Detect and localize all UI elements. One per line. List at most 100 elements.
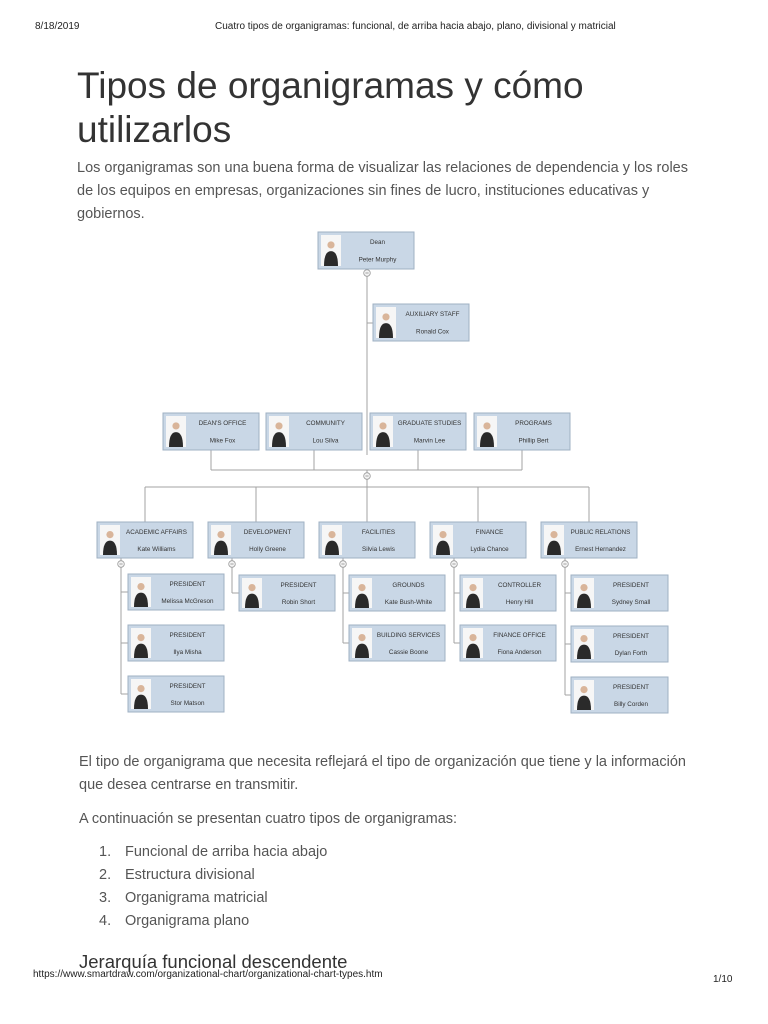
person-head-icon — [358, 634, 366, 642]
person-body-icon — [436, 540, 450, 555]
org-node-box — [127, 573, 225, 611]
org-node-aa1: PRESIDENT Melissa McGreson — [127, 573, 225, 611]
org-node-box — [348, 624, 446, 662]
org-node-title: PRESIDENT — [169, 581, 205, 588]
org-node-name: Marvin Lee — [414, 438, 446, 445]
person-head-icon — [327, 241, 335, 249]
collapse-toggle-icon — [363, 472, 371, 480]
list-label: Estructura divisional — [125, 867, 255, 883]
print-date: 8/18/2019 — [35, 21, 80, 32]
org-node-box — [570, 625, 669, 663]
person-photo-icon — [477, 416, 497, 447]
person-body-icon — [103, 540, 117, 555]
person-photo-icon — [574, 578, 594, 608]
org-node-pr2: PRESIDENT Dylan Forth — [570, 625, 669, 663]
org-node-name: Kate Williams — [137, 546, 175, 553]
org-node-name: Dylan Forth — [615, 650, 648, 657]
person-photo-icon — [321, 235, 341, 266]
person-head-icon — [106, 531, 114, 539]
person-photo-icon — [544, 525, 564, 555]
person-photo-icon — [322, 525, 342, 555]
org-node-title: PRESIDENT — [613, 633, 649, 640]
person-photo-icon — [166, 416, 186, 447]
person-photo-icon — [463, 628, 483, 658]
org-node-box — [265, 412, 363, 451]
page-number: 1/10 — [713, 974, 733, 985]
person-head-icon — [580, 584, 588, 592]
collapse-toggle-icon — [450, 560, 458, 568]
list-number: 1. — [99, 844, 112, 860]
org-node-name: Melissa McGreson — [161, 598, 214, 605]
org-node-box — [459, 624, 557, 662]
org-node-box — [459, 574, 557, 612]
person-head-icon — [137, 583, 145, 591]
org-node-name: Billy Corden — [614, 701, 648, 708]
person-head-icon — [275, 422, 283, 430]
person-photo-icon — [131, 577, 151, 607]
person-body-icon — [245, 593, 259, 608]
collapse-toggle-icon — [228, 560, 236, 568]
person-head-icon — [382, 313, 390, 321]
person-head-icon — [483, 422, 491, 430]
person-body-icon — [355, 643, 369, 658]
person-head-icon — [137, 634, 145, 642]
org-node-academic: ACADEMIC AFFAIRS Kate Williams — [96, 521, 194, 559]
person-photo-icon — [574, 680, 594, 710]
person-head-icon — [469, 584, 477, 592]
list-number: 2. — [99, 867, 112, 883]
person-photo-icon — [352, 628, 372, 658]
list-item: 3.Organigrama matricial — [79, 887, 579, 910]
org-node-title: PRESIDENT — [169, 632, 205, 639]
list-item: 4.Organigrama plano — [79, 910, 579, 933]
person-photo-icon — [269, 416, 289, 447]
person-head-icon — [550, 531, 558, 539]
person-body-icon — [169, 432, 183, 447]
person-photo-icon — [211, 525, 231, 555]
org-node-name: Cassie Boone — [389, 649, 429, 656]
person-body-icon — [480, 432, 494, 447]
person-body-icon — [325, 540, 339, 555]
org-node-name: Fiona Anderson — [497, 649, 542, 656]
list-item: 1.Funcional de arriba hacia abajo — [79, 841, 579, 864]
org-node-title: Dean — [370, 239, 386, 246]
list-label: Organigrama matricial — [125, 890, 268, 906]
org-node-name: Henry Hill — [506, 599, 533, 606]
person-body-icon — [577, 695, 591, 710]
org-node-box — [96, 521, 194, 559]
org-node-box — [127, 624, 225, 662]
person-head-icon — [580, 686, 588, 694]
person-head-icon — [217, 531, 225, 539]
person-photo-icon — [352, 578, 372, 608]
org-node-name: Lou Silva — [313, 438, 339, 445]
person-photo-icon — [463, 578, 483, 608]
person-body-icon — [379, 323, 393, 338]
org-node-title: ACADEMIC AFFAIRS — [126, 529, 187, 536]
person-photo-icon — [242, 578, 262, 608]
org-node-name: Stor Matson — [171, 700, 205, 707]
org-chart-connectors — [117, 269, 590, 696]
person-body-icon — [355, 593, 369, 608]
collapse-toggle-icon — [561, 560, 569, 568]
org-node-box — [238, 574, 336, 612]
org-node-name: Phillip Bert — [518, 438, 548, 445]
after-chart-paragraph: El tipo de organigrama que necesita refl… — [79, 754, 686, 793]
org-node-name: Sydney Small — [612, 599, 651, 606]
org-node-name: Lydia Chance — [470, 546, 509, 553]
person-body-icon — [214, 540, 228, 555]
collapse-toggle-icon — [339, 560, 347, 568]
org-node-box — [570, 676, 669, 714]
org-node-box — [369, 412, 467, 451]
collapse-toggle-icon — [363, 269, 371, 277]
